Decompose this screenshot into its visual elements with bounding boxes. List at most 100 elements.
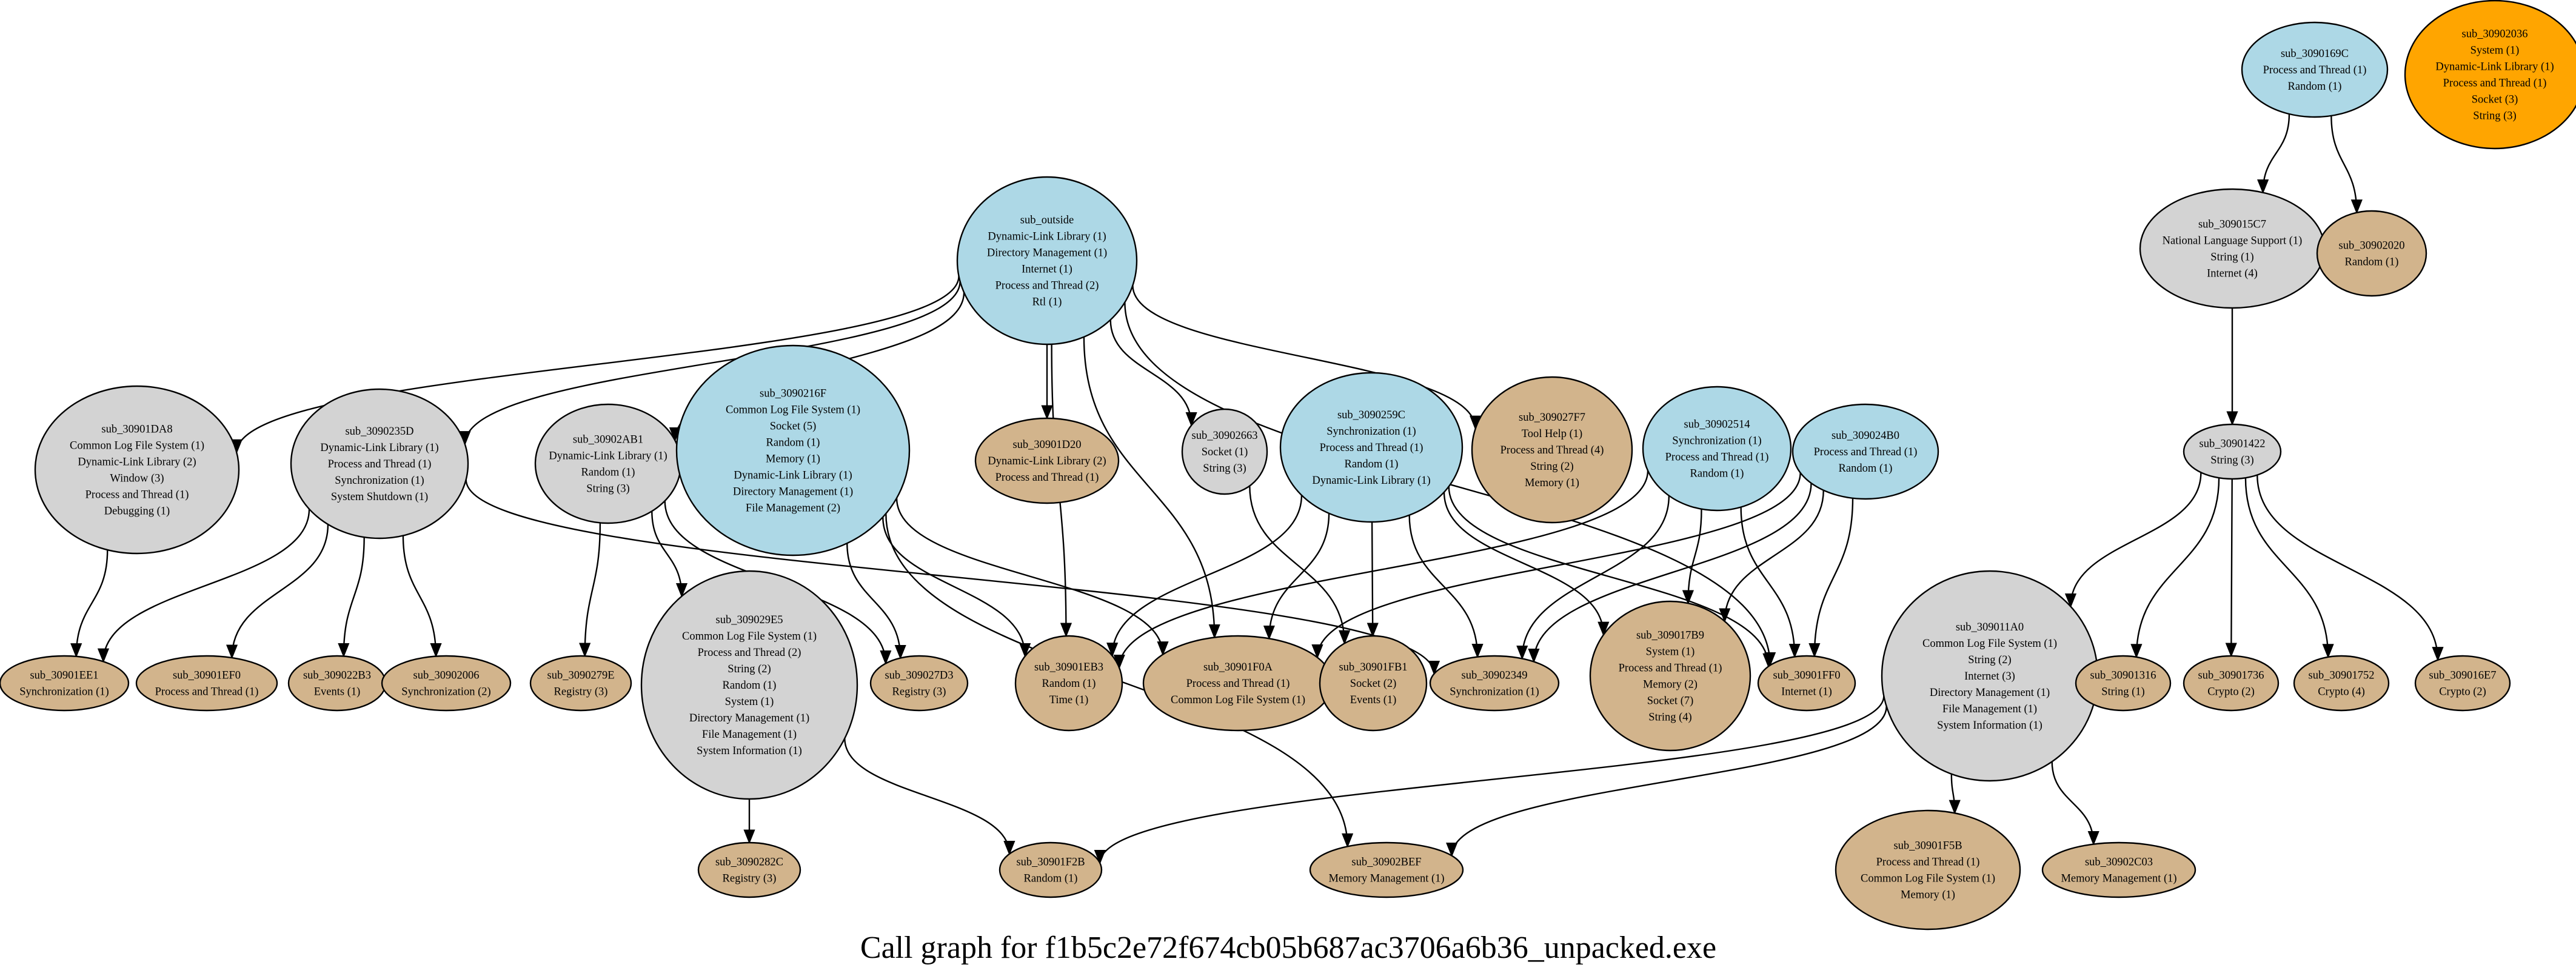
node-api-category: Dynamic-Link Library (1) (734, 470, 852, 482)
node-api-category: Common Log File System (1) (1171, 694, 1305, 706)
node-api-category: Process and Thread (1) (328, 458, 432, 470)
node-api-category: Process and Thread (2) (698, 647, 801, 659)
node-title: sub_30901EF0 (173, 670, 241, 682)
node-api-category: Memory Management (1) (2061, 873, 2176, 885)
node-api-category: Random (1) (581, 467, 635, 479)
node-title: sub_3090259C (1337, 409, 1405, 421)
node-title: sub_30901EB3 (1034, 661, 1103, 674)
edge-sub_30902AB1-to-sub_3090279E (579, 523, 601, 658)
node-api-category: Registry (3) (892, 686, 946, 698)
edge-sub_309011A0-to-sub_30902C03 (2051, 761, 2099, 846)
node-ellipse (135, 655, 278, 712)
node-api-category: Directory Management (1) (1930, 687, 2050, 699)
node-api-category: Process and Thread (1) (155, 686, 259, 698)
node-api-category: Dynamic-Link Library (1) (988, 231, 1106, 243)
node-api-category: Random (1) (1024, 873, 1078, 885)
node-ellipse (1429, 655, 1560, 712)
edge-sub_309024B0-to-sub_30901F0A (1311, 472, 1801, 659)
node-ellipse (534, 403, 682, 524)
edge-sub_30901422-to-sub_30901752 (2244, 478, 2334, 659)
node-title: sub_30901EE1 (30, 670, 98, 682)
node-title: sub_30902349 (1462, 670, 1528, 682)
edge-sub_outside-to-sub_3090235D (459, 281, 961, 446)
node-title: sub_309011A0 (1956, 621, 2024, 633)
graph-node-sub_3090235D[interactable]: sub_3090235D Dynamic-Link Library (1) Proc… (290, 388, 469, 540)
node-title: sub_30902C03 (2085, 857, 2153, 869)
edge-sub_30902663-to-sub_30901FB1 (1249, 486, 1351, 645)
node-api-category: Dynamic-Link Library (2) (988, 455, 1106, 467)
node-ellipse (287, 655, 387, 712)
node-ellipse (1642, 386, 1792, 512)
node-title: sub_30902020 (2339, 240, 2405, 252)
edge-sub_309011A0-to-sub_30901F2B (1094, 696, 1885, 865)
node-api-category: Events (1) (314, 686, 361, 698)
edge-sub_3090259C-to-sub_30901FB1 (1367, 521, 1379, 638)
edge-sub_309011A0-to-sub_30901F5B (1949, 774, 1961, 815)
node-api-category: Dynamic-Link Library (1) (320, 442, 438, 454)
node-title: sub_30902036 (2462, 28, 2528, 41)
node-api-category: Random (1) (2288, 81, 2342, 93)
node-api-category: Common Log File System (1) (682, 630, 817, 643)
node-api-category: Process and Thread (1) (1619, 663, 1722, 675)
node-api-category: Time (1) (1049, 694, 1089, 706)
node-api-category: Process and Thread (1) (1186, 678, 1290, 690)
node-ellipse (1791, 403, 1939, 500)
node-api-category: String (3) (586, 483, 629, 495)
node-api-category: System (1) (725, 696, 774, 708)
node-title: sub_309027D3 (885, 670, 953, 682)
node-api-category: File Management (1) (1942, 703, 2037, 715)
node-ellipse (1279, 372, 1464, 523)
node-api-category: Process and Thread (2) (995, 280, 1099, 292)
node-api-category: String (4) (1648, 712, 1691, 724)
node-api-category: System (1) (1646, 646, 1695, 658)
node-title: sub_3090235D (345, 426, 413, 438)
node-ellipse (290, 388, 469, 540)
node-api-category: File Management (1) (702, 729, 797, 741)
node-ellipse (381, 655, 512, 712)
node-ellipse (2139, 188, 2326, 309)
node-api-category: Socket (1) (1202, 446, 1248, 458)
node-api-category: Window (3) (110, 473, 164, 485)
edge-sub_3090235D-to-sub_309022B3 (338, 537, 365, 658)
